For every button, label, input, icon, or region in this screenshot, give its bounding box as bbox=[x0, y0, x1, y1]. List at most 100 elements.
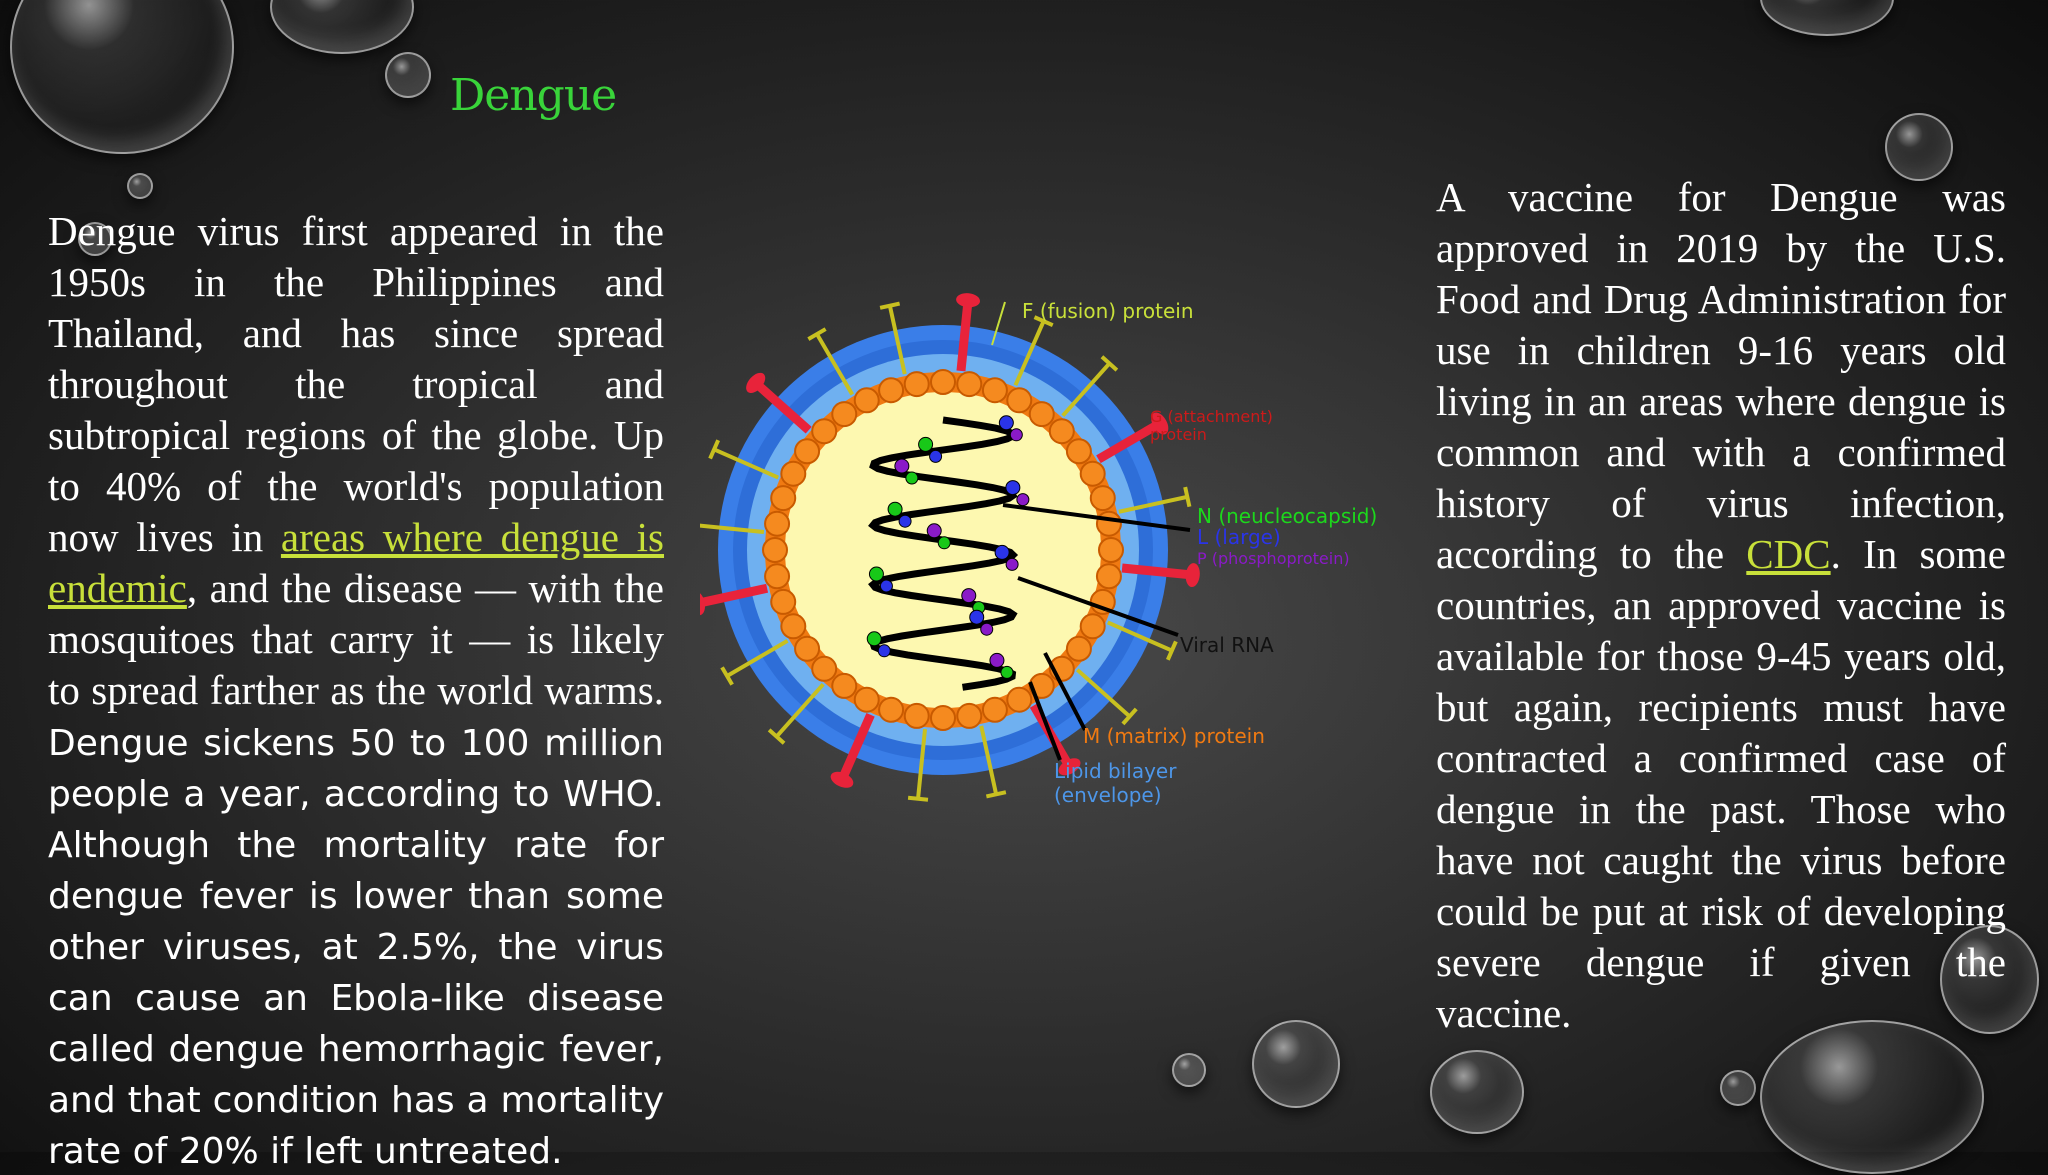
matrix-protein-dot bbox=[764, 510, 791, 537]
surface-spikes bbox=[700, 293, 1200, 802]
fusion-protein-head bbox=[807, 327, 827, 341]
fusion-protein-head bbox=[720, 666, 734, 686]
matrix-protein-dot bbox=[1089, 485, 1116, 512]
endemic-areas-link[interactable]: areas where dengue is endemic bbox=[48, 514, 665, 611]
attachment-protein bbox=[757, 383, 812, 434]
label-nucleocapsid: N (neucleocapsid) bbox=[1197, 504, 1377, 528]
polymerase-protein bbox=[1005, 557, 1019, 571]
slide-title: Dengue bbox=[450, 70, 617, 121]
right-paragraph-cont: . In some countries, an approved vaccine… bbox=[1436, 531, 2007, 1036]
matrix-protein-dot bbox=[831, 672, 858, 699]
fusion-protein bbox=[979, 725, 999, 795]
matrix-protein-dot bbox=[853, 686, 880, 713]
matrix-protein-dot bbox=[1095, 510, 1122, 537]
attachment-protein-head bbox=[746, 372, 766, 394]
matrix-protein-dots bbox=[762, 369, 1124, 731]
nucleocapsid-protein bbox=[868, 566, 884, 582]
fusion-protein-head bbox=[907, 795, 929, 802]
nucleocapsid-protein bbox=[998, 415, 1014, 431]
matrix-protein-dot bbox=[956, 702, 983, 729]
bubble-decoration bbox=[10, 0, 234, 154]
bubble-decoration bbox=[1720, 1070, 1756, 1106]
matrix-protein-dot bbox=[780, 460, 807, 487]
matrix-protein-dot bbox=[770, 485, 797, 512]
fusion-protein-head bbox=[879, 301, 901, 310]
fusion-protein bbox=[1106, 620, 1173, 653]
left-paragraph-stats: Dengue sickens 50 to 100 million people … bbox=[48, 723, 664, 1172]
nucleocapsid-helix bbox=[866, 415, 1030, 691]
pointer-line bbox=[1002, 503, 1191, 532]
attachment-protein-head bbox=[700, 591, 706, 616]
attachment-protein-head bbox=[830, 771, 854, 788]
matrix-protein-dot bbox=[1048, 418, 1075, 445]
bubble-decoration bbox=[1172, 1053, 1206, 1087]
fusion-protein bbox=[815, 333, 854, 396]
fusion-protein bbox=[1061, 362, 1111, 417]
matrix-protein-dot bbox=[1065, 438, 1092, 465]
label-fusion-protein: F (fusion) protein bbox=[1022, 299, 1194, 323]
matrix-protein-dot bbox=[853, 387, 880, 414]
matrix-protein-dot bbox=[831, 401, 858, 428]
bubble-decoration bbox=[1252, 1020, 1340, 1108]
attachment-protein bbox=[840, 712, 875, 777]
matrix-protein-dot bbox=[770, 588, 797, 615]
pointer-line bbox=[1017, 576, 1179, 637]
label-large: L (large) bbox=[1197, 525, 1281, 549]
polymerase-protein bbox=[1016, 493, 1030, 507]
cdc-link[interactable]: CDC bbox=[1746, 531, 1831, 577]
bubble-decoration bbox=[1760, 1020, 1984, 1174]
polymerase-protein bbox=[1000, 665, 1014, 679]
matrix-protein-dot bbox=[878, 377, 905, 404]
attachment-protein-head bbox=[956, 293, 981, 308]
matrix-protein-dot bbox=[1098, 537, 1124, 563]
matrix-protein-dot bbox=[878, 696, 905, 723]
matrix-protein-dot bbox=[981, 377, 1008, 404]
bubble-decoration bbox=[1885, 113, 1953, 181]
attachment-protein-head bbox=[1185, 563, 1200, 588]
fusion-protein-head bbox=[767, 728, 786, 745]
label-attachment-protein: G (attachment) bbox=[1150, 407, 1273, 426]
matrix-protein-dot bbox=[903, 371, 930, 398]
fusion-protein-head bbox=[1100, 355, 1119, 372]
matrix-protein-dot bbox=[1028, 401, 1055, 428]
label-viral-rna: Viral RNA bbox=[1180, 633, 1274, 657]
polymerase-protein bbox=[1009, 428, 1023, 442]
label-lipid-bilayer: Lipid bilayer bbox=[1054, 759, 1177, 783]
bubble-decoration bbox=[1430, 1050, 1524, 1134]
matrix-protein-dot bbox=[981, 696, 1008, 723]
virion-illustration bbox=[700, 293, 1200, 802]
fusion-protein-head bbox=[1033, 315, 1054, 327]
left-paragraph-intro: Dengue virus first appeared in the 1950s… bbox=[48, 208, 664, 560]
bubble-decoration bbox=[385, 52, 431, 98]
nucleocapsid-protein bbox=[961, 588, 977, 604]
nucleocapsid-protein bbox=[969, 609, 985, 625]
matrix-protein-dot bbox=[1079, 613, 1106, 640]
matrix-protein-dot bbox=[1065, 635, 1092, 662]
matrix-protein-dot bbox=[1006, 387, 1033, 414]
pointer-line bbox=[1043, 652, 1087, 731]
label-matrix-protein: M (matrix) protein bbox=[1083, 724, 1265, 748]
bubble-decoration bbox=[270, 0, 414, 54]
fusion-protein-head bbox=[1183, 486, 1192, 508]
fusion-protein bbox=[713, 447, 780, 480]
nucleocapsid-protein bbox=[994, 544, 1010, 560]
pointer-line bbox=[1028, 681, 1062, 761]
matrix-protein-dot bbox=[762, 537, 788, 563]
polymerase-protein bbox=[937, 536, 951, 550]
attachment-protein bbox=[1096, 422, 1157, 464]
left-text-column: Dengue virus first appeared in the 1950s… bbox=[48, 206, 664, 1175]
matrix-protein-dot bbox=[794, 635, 821, 662]
nucleocapsid-protein bbox=[1005, 480, 1021, 496]
matrix-protein-dot bbox=[780, 613, 807, 640]
matrix-protein-dot bbox=[764, 563, 791, 590]
left-paragraph-cont: , and the disease — with the mosquitoes … bbox=[48, 565, 664, 713]
right-text-column: A vaccine for Dengue was approved in 201… bbox=[1436, 172, 2006, 1039]
polymerase-protein bbox=[980, 622, 994, 636]
nucleocapsid-protein bbox=[894, 458, 910, 474]
matrix-protein-dot bbox=[1095, 563, 1122, 590]
fusion-protein bbox=[1076, 668, 1131, 718]
fusion-protein-head bbox=[1121, 707, 1138, 726]
right-paragraph-intro: A vaccine for Dengue was approved in 201… bbox=[1436, 174, 2006, 577]
fusion-protein-head bbox=[985, 790, 1007, 799]
